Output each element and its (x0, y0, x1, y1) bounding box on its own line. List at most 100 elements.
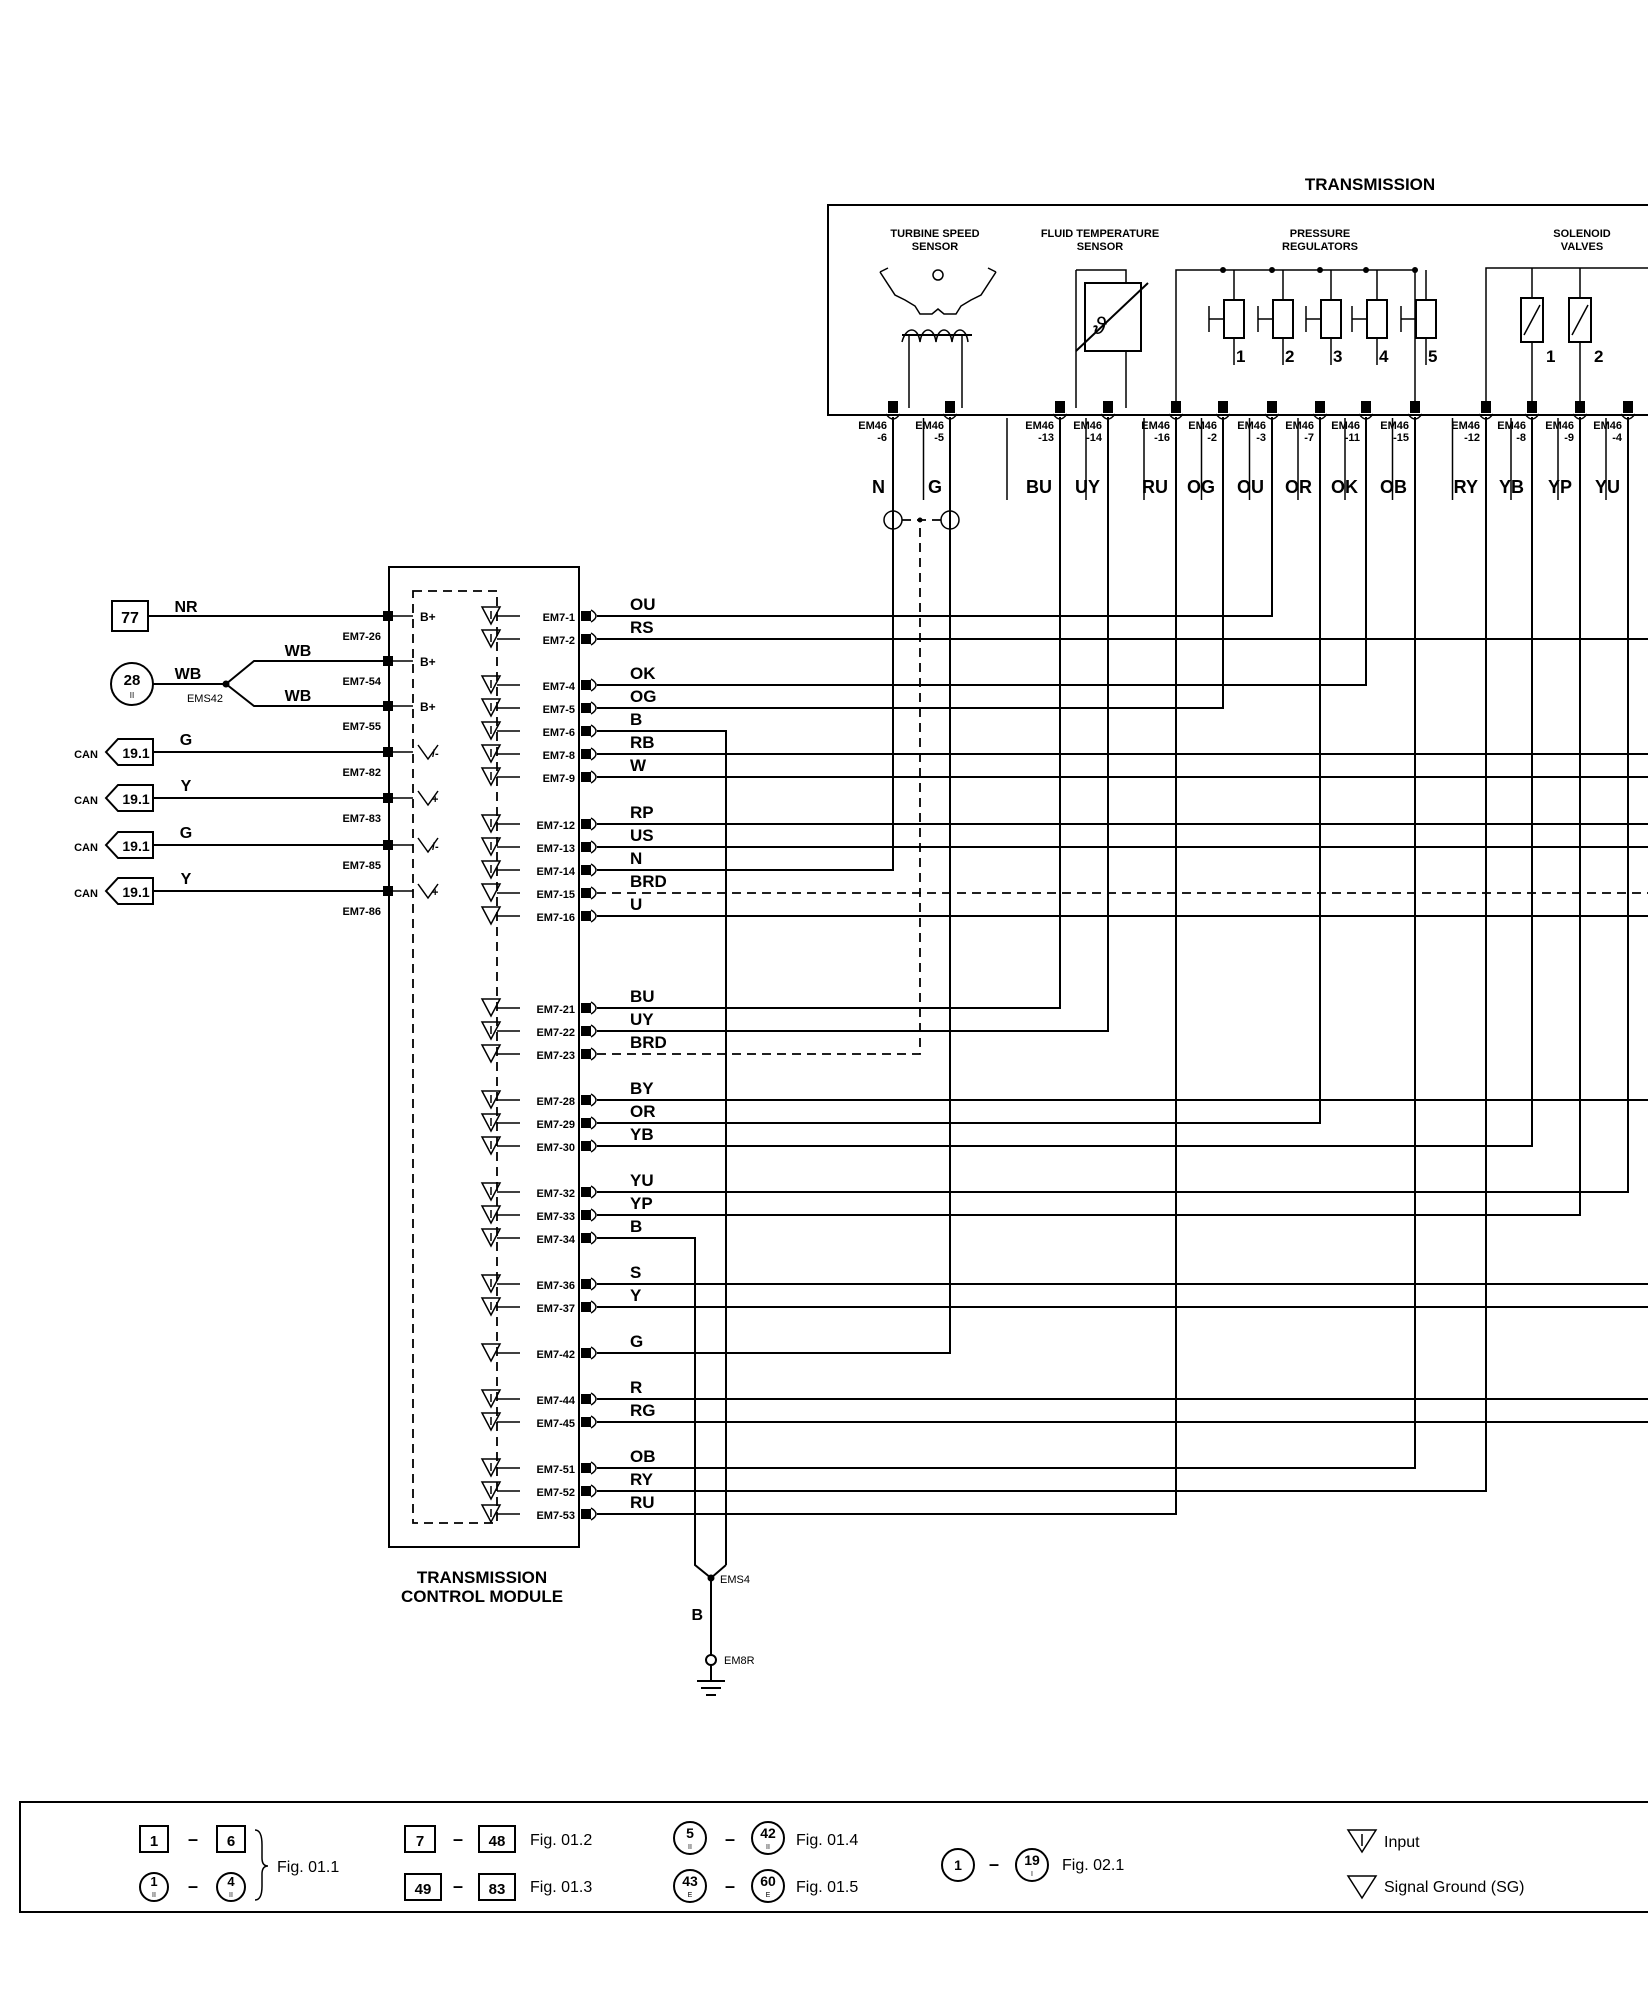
turbine-label-1: TURBINE SPEED (890, 228, 979, 240)
em46-label-2-a: EM46 (1025, 420, 1054, 432)
wire-brd-b (597, 520, 921, 1055)
tcm-right-pin-8 (581, 842, 591, 852)
tcm-right-socket-7 (590, 817, 597, 831)
tcm-right-socket-18 (590, 1185, 597, 1199)
transmission-control-module: TRANSMISSION CONTROL MODULE EM7-26B+EM7-… (148, 566, 667, 1606)
tcm-right-socket-23 (590, 1346, 597, 1360)
tcm-right-pin-label-23: EM7-42 (536, 1349, 575, 1361)
tcm-right-pin-label-16: EM7-29 (536, 1119, 575, 1131)
tcm-internal-boundary (412, 590, 498, 1524)
em46-label-7-b: -7 (1304, 432, 1314, 444)
tcm-right-socket-2 (590, 678, 597, 692)
tcm-left-pin-label-5: EM7-85 (342, 860, 381, 872)
splice-ems42-dot (222, 680, 230, 688)
legend-circ6-b-sub: I (1031, 1871, 1033, 1878)
legend-dash-2: – (188, 1876, 198, 1896)
em46-label-3-a: EM46 (1073, 420, 1102, 432)
em46-wire-color-7: OR (1285, 477, 1312, 497)
tcm-right-wire-color-0: OU (630, 595, 656, 614)
tcm-right-pin-label-2: EM7-4 (543, 681, 576, 693)
fluid-label-1: FLUID TEMPERATURE (1041, 228, 1159, 240)
em46-label-1-b: -5 (934, 432, 944, 444)
input-icon-4 (480, 721, 502, 741)
regulator-coil-4 (1415, 299, 1437, 339)
tcm-right-pin-label-10: EM7-15 (536, 889, 575, 901)
splice-ems42-branches (225, 660, 392, 707)
em46-label-3-b: -14 (1086, 432, 1103, 444)
turbine-label-2: SENSOR (912, 241, 959, 253)
signal-ground-icon-14 (480, 1044, 502, 1064)
can-ref-0: 19.1 (122, 745, 149, 761)
tcm-right-socket-27 (590, 1484, 597, 1498)
em46-label-9-b: -15 (1393, 432, 1409, 444)
em46-wire-color-1: G (928, 477, 942, 497)
em46-label-4-b: -16 (1154, 432, 1170, 444)
em46-wire-color-2: BU (1026, 477, 1052, 497)
ground-wire-label: B (691, 1607, 703, 1624)
regulator-coil-0 (1223, 299, 1245, 339)
regulator-coil-1 (1272, 299, 1294, 339)
tcm-can-symbol-6 (417, 883, 439, 900)
em46-label-12-b: -9 (1564, 432, 1574, 444)
can-wire-color-3: Y (181, 871, 192, 888)
tcm-right-socket-10 (590, 886, 597, 900)
tcm-right-pin-label-13: EM7-22 (536, 1027, 575, 1039)
tcm-left-pin-label-1: EM7-54 (342, 676, 381, 688)
solenoid-label-2: VALVES (1561, 241, 1603, 253)
input-icon-19 (480, 1205, 502, 1225)
solenoid-icon-0 (1523, 268, 1541, 408)
legend-dash-3: – (453, 1829, 463, 1849)
wire-ry (597, 893, 1487, 1492)
input-icon-15 (480, 1090, 502, 1110)
can-wire-color-2: G (180, 825, 192, 842)
regulator-valve-icon-3 (1351, 270, 1378, 365)
em46-wire-color-5: OG (1187, 477, 1215, 497)
tcm-right-pin-3 (581, 703, 591, 713)
solenoid-supply-bus (1485, 267, 1648, 408)
tcm-right-pin-24 (581, 1394, 591, 1404)
input-icon-21 (480, 1274, 502, 1294)
input-icon-26 (480, 1458, 502, 1478)
em46-pin-12 (1575, 401, 1585, 413)
em46-pin-4 (1171, 401, 1181, 413)
input-icon-20 (480, 1228, 502, 1248)
regulator-junction-1 (1269, 267, 1275, 273)
input-icon-1 (480, 629, 502, 649)
tcm-right-pin-15 (581, 1095, 591, 1105)
tcm-left-pin-6 (383, 886, 393, 896)
harness-wires (597, 417, 1648, 1515)
tcm-right-socket-21 (590, 1277, 597, 1291)
tcm-right-pin-9 (581, 865, 591, 875)
can-wire-color-0: G (180, 732, 192, 749)
em46-connector: EM46-6EM46-5EM46-13EM46-14EM46-16EM46-2E… (858, 401, 1636, 500)
tcm-right-pin-label-25: EM7-45 (536, 1418, 575, 1430)
regulator-coil-3 (1366, 299, 1388, 339)
tcm-right-pin-label-20: EM7-34 (536, 1234, 575, 1246)
tcm-right-pin-11 (581, 911, 591, 921)
em46-wire-color-10: RY (1454, 477, 1478, 497)
input-icon-9 (480, 860, 502, 880)
em46-label-9-a: EM46 (1380, 420, 1409, 432)
fluid-label-2: SENSOR (1077, 241, 1124, 253)
wire-g (597, 417, 951, 1354)
tcm-right-pin-label-8: EM7-13 (536, 843, 575, 855)
tcm-right-pin-label-12: EM7-21 (536, 1004, 575, 1016)
tcm-right-socket-16 (590, 1116, 597, 1130)
signal-ground-icon-23 (480, 1343, 502, 1363)
wire-uy (597, 417, 1109, 1032)
tcm-right-wire-color-6: W (630, 756, 647, 775)
tcm-left-func-0: B+ (420, 610, 436, 624)
em46-pin-3 (1103, 401, 1113, 413)
em46-pin-11 (1527, 401, 1537, 413)
tcm-right-wire-color-23: G (630, 1332, 643, 1351)
tcm-right-socket-13 (590, 1024, 597, 1038)
em46-pin-5 (1218, 401, 1228, 413)
em46-label-4-a: EM46 (1141, 420, 1170, 432)
input-icon-8 (480, 837, 502, 857)
tcm-right-pin-label-27: EM7-52 (536, 1487, 575, 1499)
tcm-right-socket-5 (590, 747, 597, 761)
tcm-right-pin-label-7: EM7-12 (536, 820, 575, 832)
wire-n (597, 417, 894, 871)
